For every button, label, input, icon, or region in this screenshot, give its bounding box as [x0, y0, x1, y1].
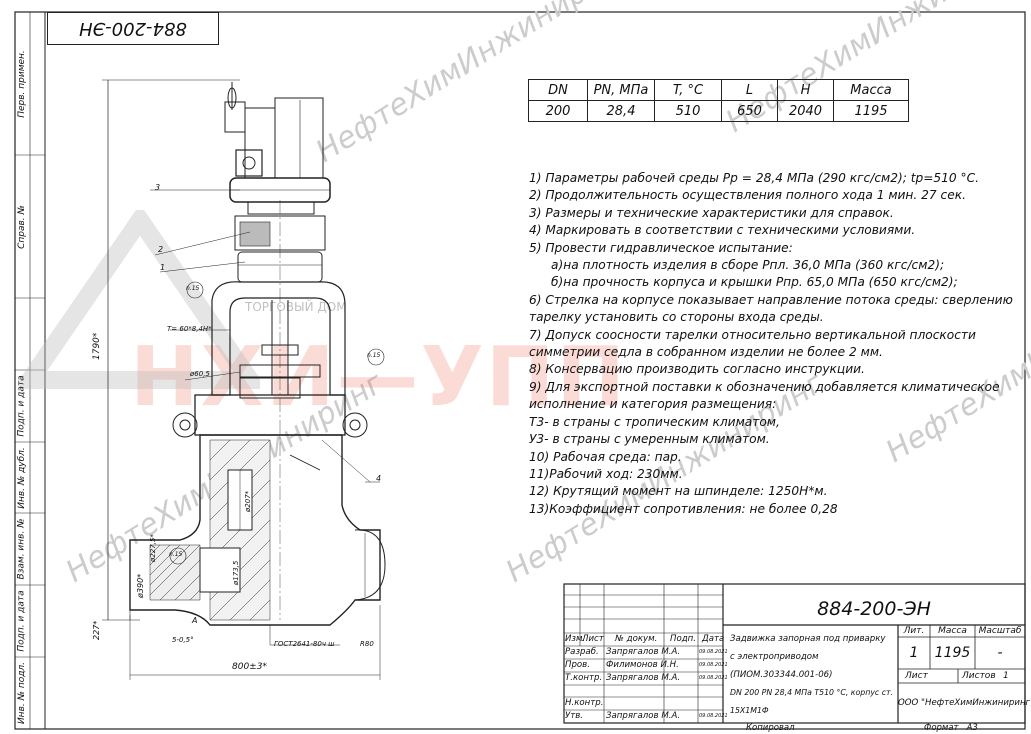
note-line: 3) Размеры и технические характеристики …: [529, 205, 894, 220]
note-line: 4) Маркировать в соответствии с техничес…: [529, 223, 916, 238]
weld-note: R80: [360, 640, 374, 648]
table-row: 200 28,4 510 650 2040 1195: [528, 100, 909, 122]
lit-value: 1: [909, 645, 919, 661]
description-line: Задвижка запорная под приварку: [730, 634, 886, 644]
title-designation: 884-200-ЭН: [817, 598, 931, 620]
signature-date: 09.08.2021: [699, 649, 728, 655]
dimension-angle: 5-0,5°: [172, 636, 194, 644]
note-line: 7) Допуск соосности тарелки относительно…: [529, 327, 976, 342]
note-line: 9) Для экспортной поставки к обозначению…: [529, 379, 1000, 394]
signature-role: Разраб.: [565, 647, 599, 657]
callout-number: 3: [155, 183, 161, 192]
note-line: симметрии седла в собранном изделии не б…: [529, 345, 883, 360]
signature-role: Н.контр.: [565, 698, 604, 708]
column-header: Лист: [582, 634, 604, 644]
note-line: У3- в страны с умеренным климатом.: [529, 432, 770, 447]
scale-label: Масштаб: [978, 626, 1022, 636]
dimension-width: 800±3*: [232, 662, 267, 672]
description-line: с электроприводом (ПИОМ.303344.001-06): [730, 652, 833, 680]
sheets-value: 1: [1003, 671, 1009, 681]
mass-value: 1195: [934, 645, 971, 661]
note-line: тарелку установить со стороны входа сред…: [529, 310, 824, 325]
format-label: Формат А3: [924, 723, 978, 733]
table-header: T, °C: [654, 79, 722, 101]
sheets-label: Листов: [962, 671, 996, 681]
signature-name: Запрягалов М.А.: [606, 673, 681, 683]
note-line: исполнение и категория размещения:: [529, 397, 777, 412]
mass-label: Масса: [938, 626, 967, 636]
section-marker: n.15: [186, 285, 200, 292]
technical-notes: 1) Параметры рабочей среды Pp = 28,4 МПа…: [529, 170, 1013, 518]
note-line: 10) Рабочая среда: пар.: [529, 449, 682, 464]
column-header: Дата: [702, 634, 725, 644]
dimension-taper: ø60,5: [190, 370, 210, 378]
note-line: 2) Продолжительность осуществления полно…: [529, 188, 966, 203]
signature-date: 09.08.2021: [699, 675, 728, 681]
watermark-trade: ТОРГОВЫЙ ДОМ: [245, 300, 347, 314]
section-marker: n.15: [367, 352, 381, 359]
company-name: ООО "НефтеХимИнжиниринг": [898, 698, 1031, 708]
note-line: 5) Провести гидравлическое испытание:: [529, 240, 793, 255]
signature-name: Запрягалов М.А.: [606, 647, 681, 657]
tolerance-note: T= 60*8,4H*: [167, 325, 212, 333]
signature-role: Пров.: [565, 660, 590, 670]
thread-note: ГОСТ2641-80ч ш: [274, 640, 335, 648]
watermark-logo-icon: [20, 210, 260, 389]
copied-label: Копировал: [746, 723, 795, 733]
callout-number: 1: [160, 263, 166, 272]
parameter-table: DN PN, МПа T, °C L H Масса 200 28,4 510 …: [528, 79, 909, 122]
sheet-label: Лист: [905, 671, 928, 681]
note-line: а)на плотность изделия в сборе Рпл. 36,0…: [551, 258, 945, 273]
table-cell: 510: [654, 100, 722, 122]
signature-name: Филимонов И.Н.: [606, 660, 679, 670]
note-line: б)на прочность корпуса и крышки Рпр. 65,…: [551, 275, 958, 290]
signature-date: 09.08.2021: [699, 713, 728, 719]
table-cell: 2040: [777, 100, 834, 122]
note-line: 12) Крутящий момент на шпинделе: 1250Н*м…: [529, 484, 828, 499]
callout-number: 2: [158, 245, 164, 254]
table-cell: 28,4: [587, 100, 655, 122]
column-header: № докум.: [615, 634, 658, 644]
column-header: Изм.: [565, 634, 586, 644]
table-cell: 200: [528, 100, 588, 122]
scale-value: -: [997, 645, 1003, 661]
section-marker: n.15: [169, 551, 183, 558]
note-line: 11)Рабочий ход: 230мм.: [529, 466, 683, 481]
callout-number: 4: [376, 474, 382, 483]
note-line: Т3- в страны с тропическим климатом,: [529, 414, 780, 429]
signature-role: Т.контр.: [565, 673, 603, 683]
note-line: 6) Стрелка на корпусе показывает направл…: [529, 292, 1013, 307]
table-header: Масса: [833, 79, 909, 101]
signature-role: Утв.: [565, 711, 584, 721]
note-line: 13)Коэффициент сопротивления: не более 0…: [529, 501, 838, 516]
signature-name: Запрягалов М.А.: [606, 711, 681, 721]
note-line: 8) Консервацию производить согласно инст…: [529, 362, 865, 377]
column-header: Подп.: [670, 634, 697, 644]
note-line: 1) Параметры рабочей среды Pp = 28,4 МПа…: [529, 171, 980, 185]
description-line: DN 200 PN 28,4 МПа T510 °C, корпус ст. 1…: [730, 688, 894, 715]
table-cell: 1195: [833, 100, 909, 122]
title-description: Задвижка запорная под приварку с электро…: [730, 630, 898, 720]
table-cell: 650: [721, 100, 778, 122]
lit-label: Лит.: [903, 626, 925, 636]
detail-marker: А: [192, 616, 198, 625]
signature-date: 09.08.2021: [699, 662, 728, 668]
